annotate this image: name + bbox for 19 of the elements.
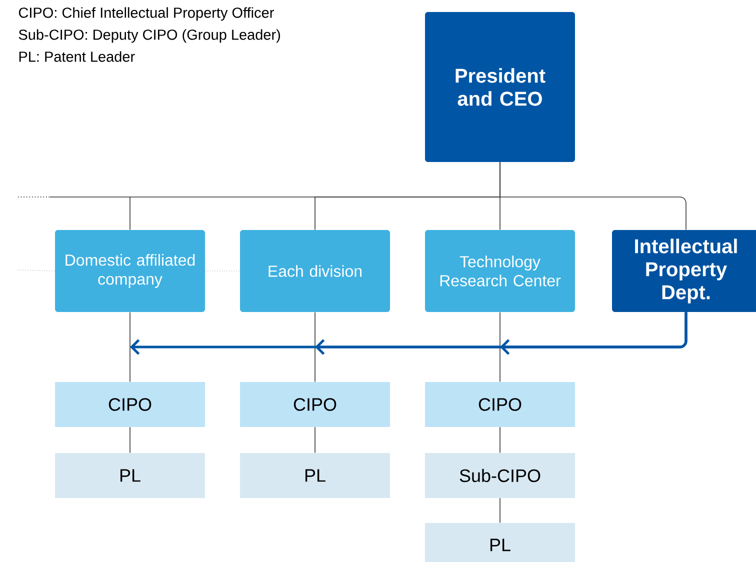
role-box: PL	[55, 452, 205, 498]
legend-note: CIPO: Chief Intellectual Property Officer	[18, 7, 274, 21]
unit-box: Domestic affiliated company	[55, 230, 205, 312]
role-box: CIPO	[55, 382, 205, 427]
role-box: CIPO	[425, 382, 575, 427]
role-box: PL	[240, 452, 390, 498]
connector-line	[500, 162, 686, 230]
department-box: Intellectual Property Dept.	[612, 230, 756, 312]
unit-box: Technology Research Center	[425, 230, 575, 312]
arrow	[130, 312, 688, 355]
unit-box: Each division	[240, 230, 390, 312]
executive-box: President and CEO	[425, 12, 575, 162]
role-box: CIPO	[240, 382, 390, 427]
connector-line	[314, 312, 316, 382]
legend-note: Sub-CIPO: Deputy CIPO (Group Leader)	[18, 29, 280, 43]
role-box: PL	[425, 522, 575, 562]
role-box: Sub-CIPO	[425, 452, 575, 498]
connector-line	[314, 426, 316, 454]
legend-note: PL: Patent Leader	[19, 51, 135, 62]
